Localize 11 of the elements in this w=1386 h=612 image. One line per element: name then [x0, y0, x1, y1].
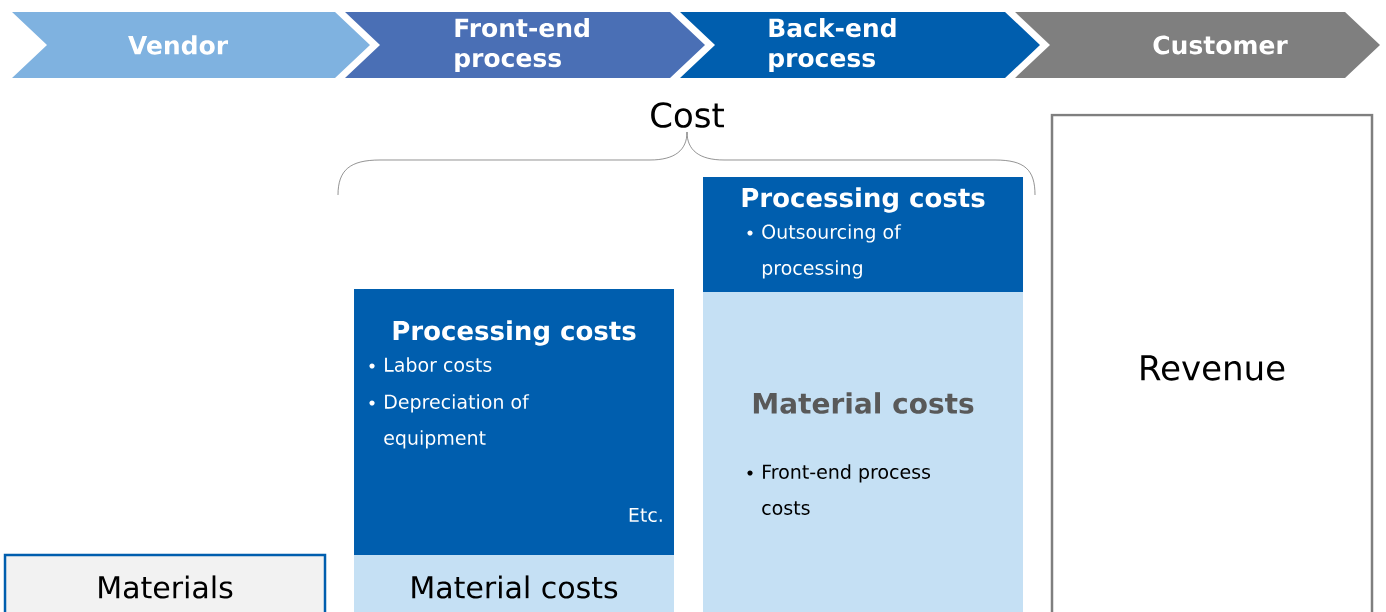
stage-banner: Back-end process — [680, 12, 1040, 78]
stage-banner: Customer — [1015, 12, 1380, 78]
revenue-box: Revenue — [1050, 113, 1374, 612]
cost-box: Processing costs Labor costs Depreciation of equipment Etc. — [354, 289, 674, 555]
stage-banner: Vendor — [12, 12, 370, 78]
materials-box: Materials — [3, 553, 327, 612]
cost-box: Material costs — [354, 555, 674, 612]
cost-box: Processing costs Outsourcing of processing — [703, 177, 1023, 292]
heading: Cost — [651, 102, 724, 128]
stage-banner: Front-end process — [345, 12, 705, 78]
cost-box: Material costs Front-end process costs — [703, 292, 1023, 612]
